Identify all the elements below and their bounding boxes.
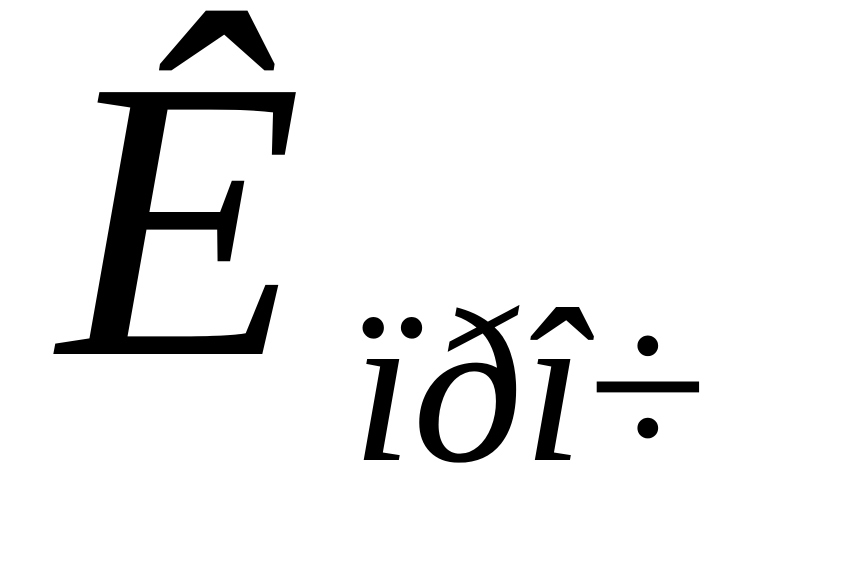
formula-main-symbol: Ê	[58, 0, 303, 441]
formula-subscript: ïðî÷	[352, 264, 705, 508]
